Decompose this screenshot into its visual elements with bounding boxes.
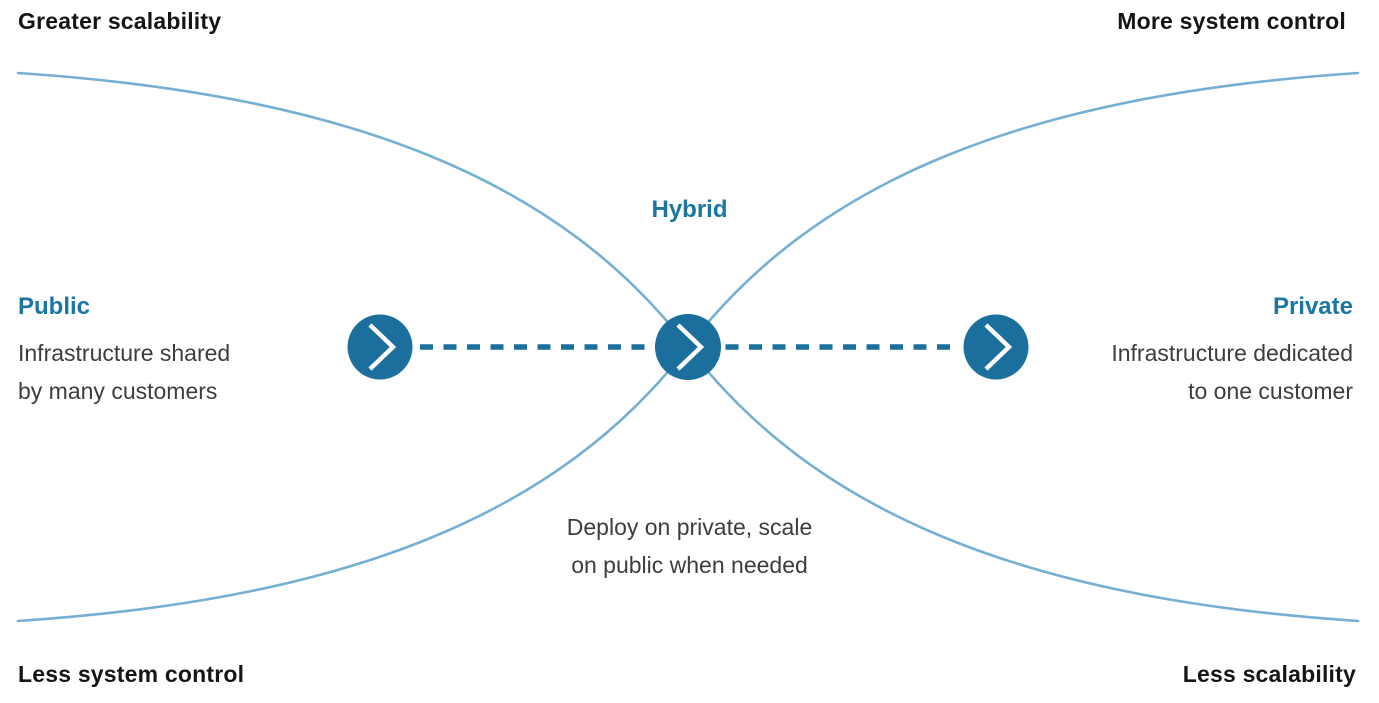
- hybrid-description-line2: on public when needed: [571, 552, 808, 578]
- chevron-right-icon: [368, 323, 397, 371]
- hybrid-description-line1: Deploy on private, scale: [566, 514, 813, 540]
- private-node: [963, 314, 1029, 380]
- public-label: Public: [18, 293, 91, 320]
- private-description-line2: to one customer: [1188, 378, 1353, 404]
- public-description-line2: by many customers: [18, 378, 218, 404]
- chevron-right-icon: [676, 323, 705, 371]
- corner-label-more-system-control: More system control: [1117, 8, 1346, 34]
- hybrid-description: Deploy on private, scale on public when …: [0, 508, 1379, 584]
- corner-label-less-system-control: Less system control: [18, 661, 245, 687]
- private-node-circle: [963, 314, 1029, 380]
- hybrid-node: [655, 314, 721, 380]
- hybrid-node-circle: [655, 314, 721, 380]
- hybrid-label: Hybrid: [651, 196, 728, 223]
- corner-label-less-scalability: Less scalability: [1182, 661, 1356, 687]
- public-description-line1: Infrastructure shared: [18, 340, 231, 366]
- public-node-circle: [347, 314, 413, 380]
- public-description: Infrastructure shared by many customers: [18, 334, 230, 410]
- private-description: Infrastructure dedicated to one customer: [1111, 334, 1353, 410]
- corner-label-greater-scalability: Greater scalability: [18, 8, 222, 34]
- private-label: Private: [1272, 293, 1353, 320]
- chevron-right-icon: [984, 323, 1013, 371]
- private-description-line1: Infrastructure dedicated: [1111, 340, 1353, 366]
- public-node: [347, 314, 413, 380]
